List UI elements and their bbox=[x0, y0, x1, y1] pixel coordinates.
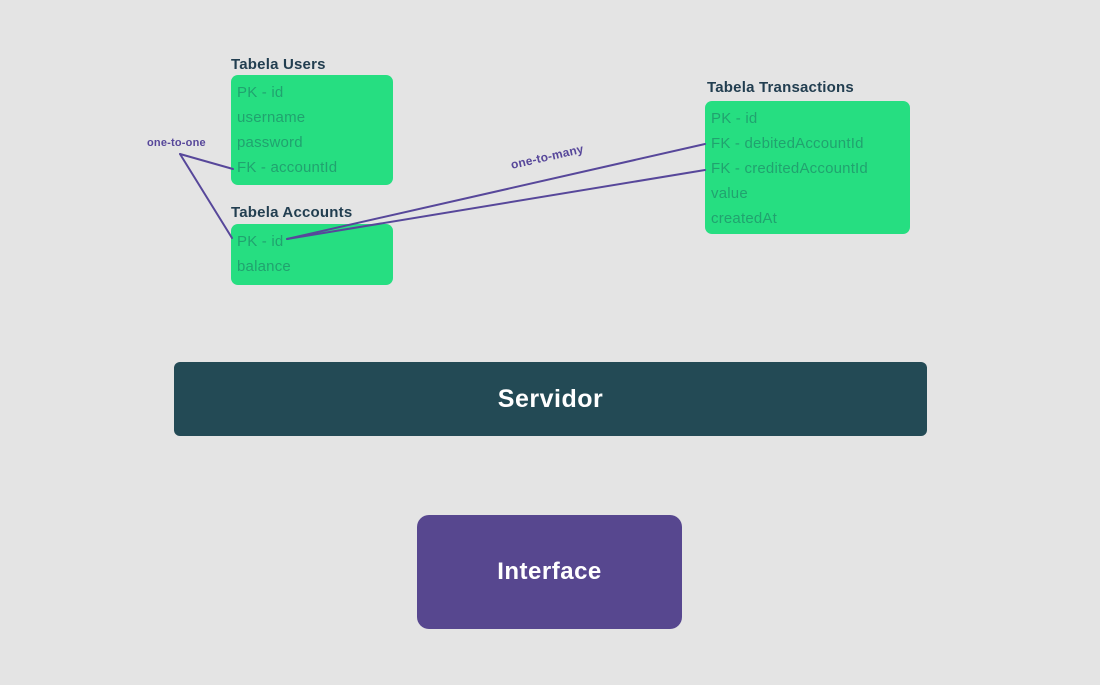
accounts-row-balance: balance bbox=[237, 258, 291, 275]
users-row-password: password bbox=[237, 134, 303, 151]
transactions-row-value: value bbox=[711, 185, 748, 202]
interface-block-label: Interface bbox=[497, 558, 602, 585]
transactions-row-createdat: createdAt bbox=[711, 210, 778, 227]
transactions-row-fk-creditedaccountid: FK - creditedAccountId bbox=[711, 160, 868, 177]
server-block[interactable]: Servidor bbox=[174, 362, 927, 436]
one-to-many-label[interactable]: one-to-many bbox=[509, 141, 585, 172]
interface-block[interactable]: Interface bbox=[417, 515, 682, 629]
users-table-node[interactable]: PK - id username password FK - accountId bbox=[231, 75, 393, 185]
users-row-fk-accountid: FK - accountId bbox=[237, 159, 338, 176]
accounts-table-node[interactable]: PK - id balance bbox=[231, 224, 393, 285]
users-table-title: Tabela Users bbox=[231, 56, 326, 73]
server-block-label: Servidor bbox=[497, 384, 604, 413]
transactions-row-fk-debitedaccountid: FK - debitedAccountId bbox=[711, 135, 864, 152]
accounts-row-pk-id: PK - id bbox=[237, 233, 284, 250]
transactions-table-node[interactable]: PK - id FK - debitedAccountId FK - credi… bbox=[705, 101, 910, 234]
users-row-username: username bbox=[237, 109, 306, 126]
transactions-row-pk-id: PK - id bbox=[711, 110, 758, 127]
one-to-one-line-users[interactable] bbox=[179, 153, 234, 170]
transactions-table-title: Tabela Transactions bbox=[707, 79, 854, 96]
users-row-pk-id: PK - id bbox=[237, 84, 284, 101]
accounts-table-title: Tabela Accounts bbox=[231, 204, 353, 221]
one-to-one-label[interactable]: one-to-one bbox=[147, 137, 206, 149]
one-to-one-line-accounts[interactable] bbox=[179, 153, 233, 239]
